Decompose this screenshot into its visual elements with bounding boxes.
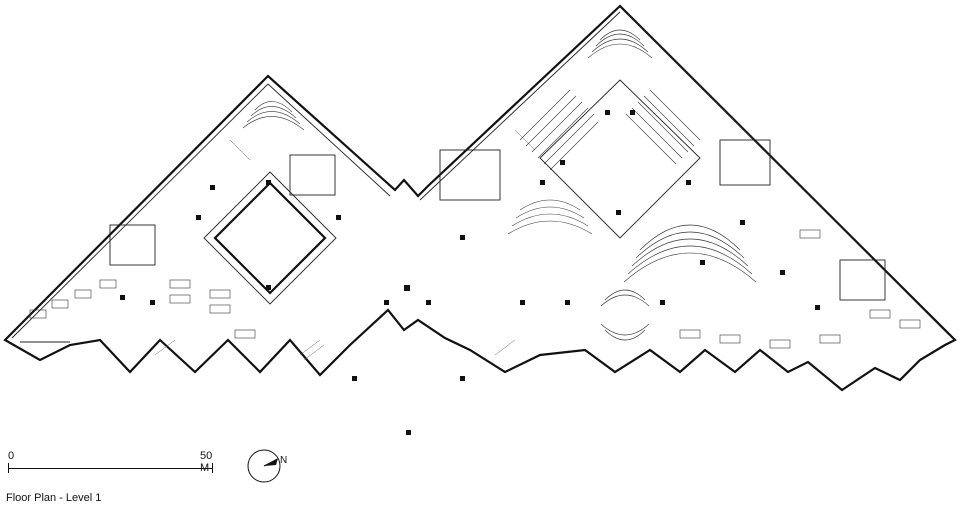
- auditorium-centre: [507, 199, 593, 235]
- north-arrow: N: [246, 448, 296, 484]
- service-cores: [109, 139, 886, 301]
- scale-end-label: 50 M: [200, 450, 213, 474]
- north-label: N: [280, 455, 288, 466]
- scale-bar: 0 50 M: [8, 450, 220, 480]
- auditorium-south: [600, 289, 650, 341]
- building-outline: [3, 4, 957, 392]
- scale-start-label: 0: [8, 450, 15, 462]
- lecture-hall-west: [519, 89, 599, 171]
- auditorium-top: [587, 29, 653, 59]
- north-arrow-icon: [247, 449, 281, 483]
- drawing-caption: Floor Plan - Level 1: [6, 492, 102, 504]
- lecture-hall-east: [625, 89, 701, 165]
- auditorium-main: [623, 224, 757, 283]
- atrium-right: [539, 79, 701, 239]
- scale-line: [8, 468, 212, 469]
- scale-tick-start: [8, 463, 9, 473]
- auditorium-left: [242, 101, 305, 131]
- structural-columns: [120, 110, 820, 435]
- stair-hatching: [154, 129, 536, 361]
- classroom-furniture: [29, 229, 921, 349]
- scale-tick-end: [212, 463, 213, 473]
- courtyard-left: [203, 171, 337, 305]
